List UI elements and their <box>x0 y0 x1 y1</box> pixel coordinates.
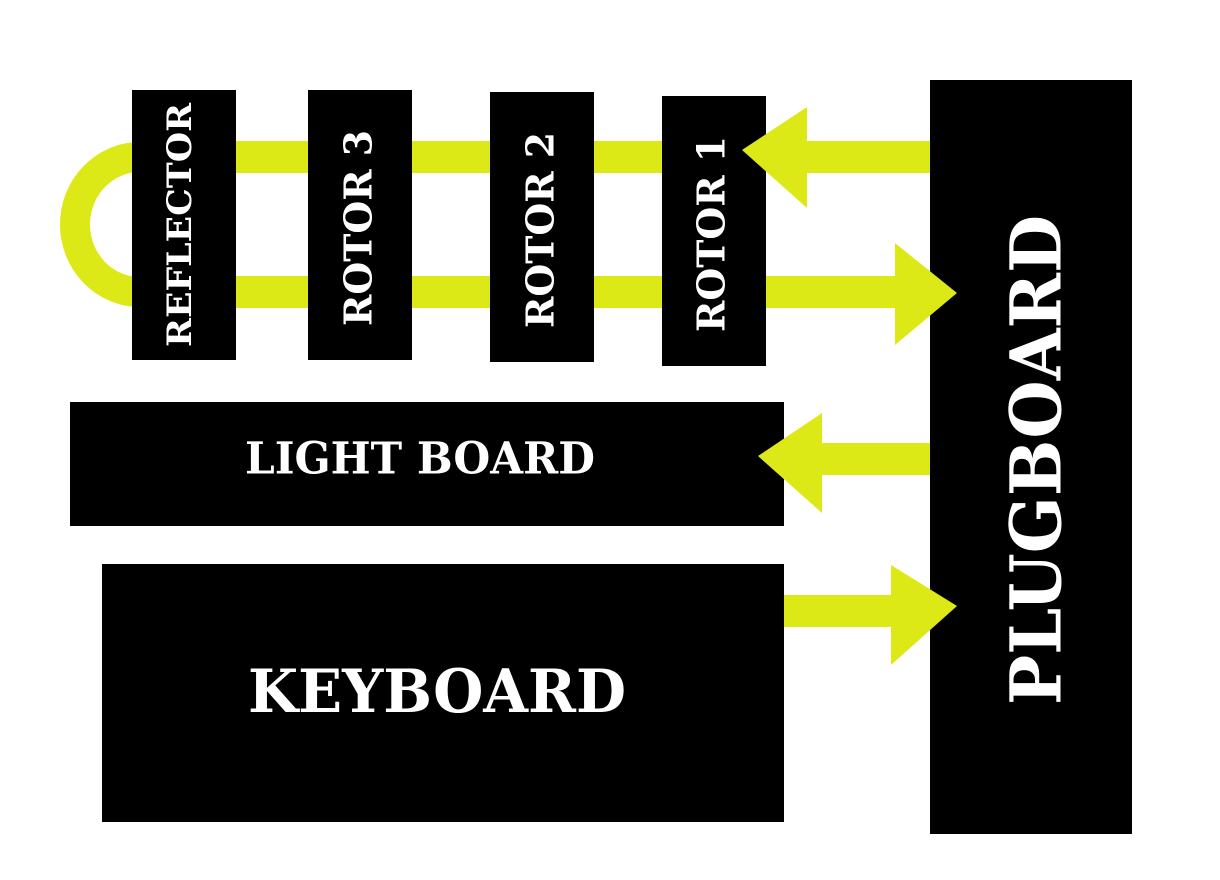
arrow-to-rotor-1-icon <box>742 107 807 208</box>
component-blocks <box>70 80 1132 834</box>
lightboard-label: LIGHT BOARD <box>245 434 595 485</box>
rotor-1-block <box>662 96 766 366</box>
plugboard-block <box>930 80 1132 834</box>
rotor-2-label: ROTOR 2 <box>518 132 563 328</box>
arrowheads <box>742 107 957 665</box>
keyboard-block <box>102 564 784 822</box>
rotor-1-label: ROTOR 1 <box>689 136 734 332</box>
upper-entry-track <box>790 141 935 173</box>
arrow-to-plugboard-lower-icon <box>891 565 957 665</box>
keyboard-label: KEYBOARD <box>248 657 626 727</box>
keyboard-signal-track <box>780 595 895 627</box>
upper-signal-track <box>160 141 680 173</box>
plugboard-label: PLUGBOARD <box>995 215 1078 705</box>
reflector-block <box>132 90 236 360</box>
reflector-label: REFLECTOR <box>160 102 200 347</box>
rotor-3-block <box>308 90 412 360</box>
block-labels: REFLECTOR ROTOR 3 ROTOR 2 ROTOR 1 PLUGBO… <box>160 102 1078 727</box>
rotor-2-block <box>490 92 594 362</box>
arrow-to-lightboard-icon <box>758 413 822 513</box>
lightboard-signal-track <box>815 443 935 475</box>
lightboard-block <box>70 402 784 526</box>
arrow-to-plugboard-upper-icon <box>895 243 957 345</box>
rotor-3-label: ROTOR 3 <box>336 130 381 326</box>
reflector-loop-path <box>60 142 141 307</box>
